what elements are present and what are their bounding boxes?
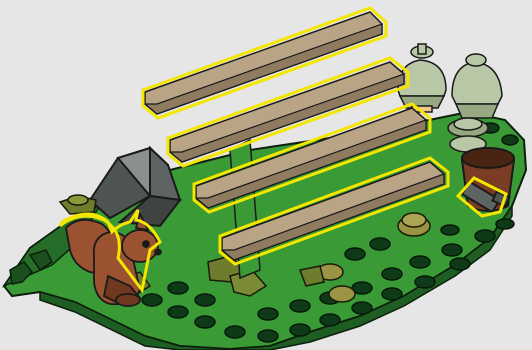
lego-instruction-scene (0, 0, 532, 350)
